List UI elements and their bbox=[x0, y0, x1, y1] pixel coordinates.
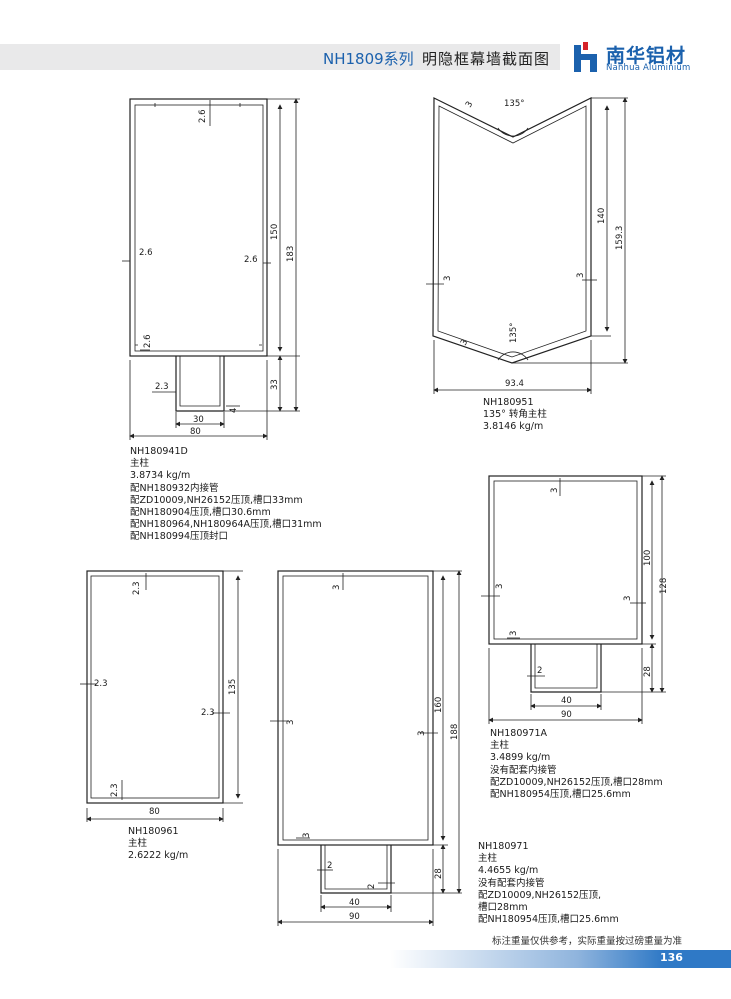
dim-label: 183 bbox=[286, 246, 296, 262]
dim-label: 80 bbox=[190, 427, 201, 437]
dim-label: 160 bbox=[434, 697, 444, 713]
dim-label: 3 bbox=[550, 488, 560, 493]
caption-note: 槽口28mm bbox=[478, 902, 528, 914]
profile-nh180961-drawing bbox=[80, 570, 243, 822]
caption-type: 主柱 bbox=[478, 853, 498, 865]
dim-label: 135 bbox=[228, 679, 238, 695]
dim-label: 3 bbox=[302, 833, 312, 838]
page-number: 136 bbox=[660, 951, 683, 964]
caption-type: 主柱 bbox=[128, 838, 148, 850]
dim-label: 3 bbox=[459, 338, 470, 348]
profile-nh180971a-drawing bbox=[481, 475, 666, 724]
caption-weight: 3.8734 kg/m bbox=[130, 470, 191, 482]
caption-code: NH180951 bbox=[483, 397, 534, 408]
caption-type: 135° 转角主柱 bbox=[483, 409, 547, 421]
dim-label: 40 bbox=[349, 898, 360, 908]
dim-label: 2.3 bbox=[155, 382, 169, 392]
dim-label: 2 bbox=[327, 861, 332, 871]
caption-note: 配NH180994压顶封口 bbox=[130, 531, 229, 543]
dim-label: 2 bbox=[367, 884, 377, 889]
dim-label: 3 bbox=[286, 720, 296, 725]
caption-note: 没有配套内接管 bbox=[478, 877, 545, 889]
caption-note: 配NH180954压顶,槽口25.6mm bbox=[478, 914, 619, 926]
dim-label: 3 bbox=[623, 596, 633, 601]
header-band bbox=[0, 44, 560, 70]
nanhua-logo-icon bbox=[574, 42, 597, 72]
dim-label: 28 bbox=[643, 666, 653, 677]
caption-nh180941d: NH180941D 主柱 3.8734 kg/m 配NH180932内接管 配Z… bbox=[130, 446, 322, 544]
profile-nh180951-drawing bbox=[426, 97, 628, 394]
dim-label: 90 bbox=[349, 912, 360, 922]
caption-note: 没有配套内接管 bbox=[490, 764, 557, 776]
dim-label: 3 bbox=[495, 584, 505, 589]
caption-nh180961: NH180961 主柱 2.6222 kg/m bbox=[128, 826, 188, 863]
caption-note: 配ZD10009,NH26152压顶,槽口28mm bbox=[490, 776, 663, 788]
dim-label: 150 bbox=[270, 224, 280, 240]
caption-note: 配ZD10009,NH26152压顶, bbox=[478, 889, 602, 901]
dim-label: 33 bbox=[270, 379, 280, 390]
profile-nh180941d-drawing bbox=[122, 98, 300, 440]
dim-label: 128 bbox=[659, 578, 669, 594]
dim-label: 2.3 bbox=[94, 679, 108, 689]
dim-label: 40 bbox=[561, 696, 572, 706]
dim-label: 28 bbox=[434, 868, 444, 879]
caption-note: 配ZD10009,NH26152压顶,槽口33mm bbox=[130, 494, 303, 506]
caption-weight: 4.4655 kg/m bbox=[478, 865, 539, 877]
dim-label: 159.3 bbox=[615, 226, 625, 250]
dim-label: 2.6 bbox=[139, 248, 153, 258]
dim-label: 2.6 bbox=[244, 255, 258, 265]
dim-label: 2.6 bbox=[143, 334, 153, 348]
dim-label: 30 bbox=[193, 415, 204, 425]
dim-label: 4 bbox=[229, 408, 239, 413]
dim-label: 93.4 bbox=[505, 379, 524, 389]
caption-note: 配NH180932内接管 bbox=[130, 482, 219, 494]
caption-weight: 2.6222 kg/m bbox=[128, 850, 189, 862]
dim-label: 3 bbox=[464, 100, 475, 110]
caption-weight: 3.8146 kg/m bbox=[483, 421, 544, 433]
dim-label: 135° bbox=[504, 99, 524, 109]
caption-weight: 3.4899 kg/m bbox=[490, 752, 551, 764]
caption-code: NH180961 bbox=[128, 826, 179, 837]
weight-disclaimer: 标注重量仅供参考，实际重量按过磅重量为准 bbox=[492, 936, 683, 947]
logo-text-en: Nanhua Aluminium bbox=[606, 63, 691, 73]
dim-label: 2.3 bbox=[110, 783, 120, 797]
caption-type: 主柱 bbox=[490, 740, 510, 752]
dim-label: 140 bbox=[597, 208, 607, 224]
series-label: NH1809系列 bbox=[323, 50, 414, 68]
dim-label: 3 bbox=[443, 276, 453, 281]
dim-label: 2 bbox=[537, 666, 542, 676]
caption-note: 配NH180964,NH180964A压顶,槽口31mm bbox=[130, 519, 322, 531]
caption-note: 配NH180954压顶,槽口25.6mm bbox=[490, 789, 631, 801]
caption-code: NH180971 bbox=[478, 841, 529, 852]
dim-label: 90 bbox=[561, 710, 572, 720]
dim-label: 188 bbox=[450, 724, 460, 740]
dim-label: 100 bbox=[643, 550, 653, 566]
dim-label: 2.6 bbox=[198, 109, 208, 123]
caption-nh180951: NH180951 135° 转角主柱 3.8146 kg/m bbox=[483, 397, 547, 434]
page-title: 明隐框幕墙截面图 bbox=[422, 50, 551, 68]
dim-label: 3 bbox=[576, 273, 586, 278]
caption-type: 主柱 bbox=[130, 458, 150, 470]
logo-text-cn: 南华铝材 bbox=[606, 45, 687, 67]
caption-nh180971: NH180971 主柱 4.4655 kg/m 没有配套内接管 配ZD10009… bbox=[478, 841, 619, 926]
page-number-bar bbox=[390, 950, 731, 968]
caption-code: NH180971A bbox=[490, 728, 548, 739]
dim-label: 3 bbox=[509, 631, 519, 636]
dim-label: 3 bbox=[332, 585, 342, 590]
dim-label: 2.3 bbox=[201, 708, 215, 718]
caption-nh180971a: NH180971A 主柱 3.4899 kg/m 没有配套内接管 配ZD1000… bbox=[490, 728, 663, 801]
dim-label: 3 bbox=[417, 731, 427, 736]
dim-label: 135° bbox=[509, 323, 519, 343]
caption-code: NH180941D bbox=[130, 446, 188, 457]
dim-label: 2.3 bbox=[132, 581, 142, 595]
dim-label: 80 bbox=[149, 807, 160, 817]
caption-note: 配NH180904压顶,槽口30.6mm bbox=[130, 507, 271, 519]
profile-nh180971-drawing bbox=[270, 570, 462, 926]
